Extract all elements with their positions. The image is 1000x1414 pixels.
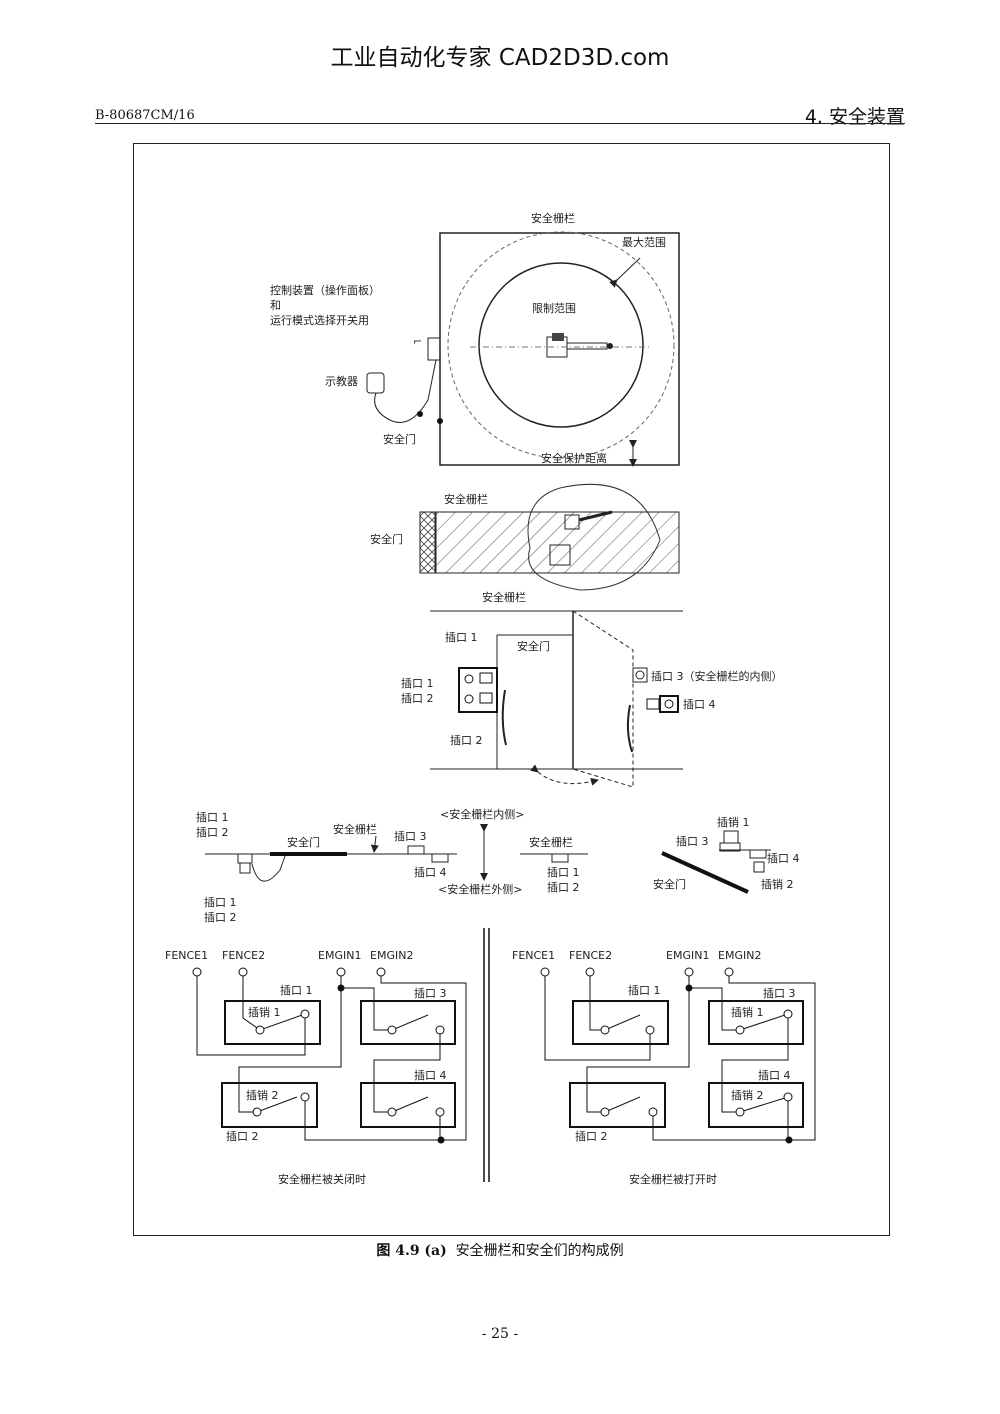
inside-label: <安全栅栏内侧> bbox=[440, 807, 524, 821]
plan-door-label: 安全门 bbox=[287, 835, 320, 849]
door-label: 安全门 bbox=[517, 639, 550, 653]
open-door-slab bbox=[661, 851, 749, 894]
plan-plug2-lower-label: 插口 2 bbox=[204, 910, 237, 924]
closed-plug3-label: 插口 3 bbox=[414, 986, 447, 1000]
section-title: 4. 安全装置 bbox=[804, 106, 905, 128]
fence-label: 安全栅栏 bbox=[531, 211, 575, 225]
document-id: B-80687CM/16 bbox=[95, 108, 195, 123]
open-plug2-label: 插口 2 bbox=[575, 1129, 608, 1143]
side-door-label: 安全门 bbox=[370, 532, 403, 546]
door-panel bbox=[419, 511, 437, 574]
closed-emgin2-label: EMGIN2 bbox=[370, 949, 413, 962]
page-number: - 25 - bbox=[481, 1326, 519, 1342]
plug4-label: 插口 4 bbox=[683, 697, 716, 711]
door-fence-label: 安全栅栏 bbox=[482, 590, 526, 604]
plug3-label: 插口 3（安全栅栏的内侧） bbox=[651, 669, 783, 683]
plan-fence-label: 安全栅栏 bbox=[333, 822, 377, 836]
controller-label-line2: 和 bbox=[270, 299, 281, 312]
closed-plug2-label: 插口 2 bbox=[226, 1129, 259, 1143]
circuit-open: FENCE1 FENCE2 EMGIN1 EMGIN2 插口 1 插口 3 插口… bbox=[512, 949, 816, 1186]
plan-section-diagram: 插口 1 插口 2 安全门 安全栅栏 插口 3 插口 4 插口 1 插口 2 <… bbox=[196, 807, 800, 924]
open-plug3-label: 插口 3 bbox=[763, 986, 796, 1000]
plug1-top-label: 插口 1 bbox=[445, 630, 478, 644]
right-door-label: 安全门 bbox=[653, 877, 686, 891]
fence-panel-hatched bbox=[434, 511, 680, 574]
circuit-closed: FENCE1 FENCE2 EMGIN1 EMGIN2 插口 1 插口 3 插口… bbox=[165, 949, 467, 1186]
teach-pendant-label: 示教器 bbox=[325, 375, 358, 388]
open-emgin2-label: EMGIN2 bbox=[718, 949, 761, 962]
max-range-circle bbox=[447, 231, 675, 459]
plug2-bottom-label: 插口 2 bbox=[450, 733, 483, 747]
safety-distance-label: 安全保护距离 bbox=[541, 451, 607, 465]
mid-fence-label: 安全栅栏 bbox=[529, 835, 573, 849]
mid-plug2-label: 插口 2 bbox=[547, 880, 580, 894]
open-plug4-label: 插口 4 bbox=[758, 1068, 791, 1082]
open-pin2-label: 插销 2 bbox=[731, 1088, 764, 1102]
max-range-label: 最大范围 bbox=[622, 235, 666, 249]
figure-caption: 图 4.9 (a) 安全栅栏和安全们的构成例 bbox=[0, 1240, 1000, 1260]
controller-box bbox=[427, 337, 441, 361]
controller-label-line3: 运行模式选择开关用 bbox=[270, 313, 369, 327]
limit-range-circle bbox=[478, 262, 644, 428]
plan-plug3-label: 插口 3 bbox=[394, 829, 427, 843]
side-fence-label: 安全栅栏 bbox=[444, 492, 488, 506]
outside-label: <安全栅栏外侧> bbox=[438, 882, 522, 896]
open-pin1-label: 插销 1 bbox=[731, 1005, 764, 1019]
open-fence2-label: FENCE2 bbox=[569, 949, 612, 962]
robot-icon bbox=[546, 333, 613, 358]
site-banner: 工业自动化专家 CAD2D3D.com bbox=[330, 45, 670, 71]
closed-caption: 安全栅栏被关闭时 bbox=[278, 1172, 366, 1186]
closed-pin1-label: 插销 1 bbox=[248, 1005, 281, 1019]
right-pin2-label: 插销 2 bbox=[761, 877, 794, 891]
limit-range-label: 限制范围 bbox=[532, 301, 576, 315]
door-diagram: 安全栅栏 安全门 插口 1 插口 1 插口 2 插口 2 插口 3（安全栅栏的内… bbox=[401, 590, 783, 788]
plan-plug4-label: 插口 4 bbox=[414, 865, 447, 879]
teach-pendant-icon bbox=[366, 372, 385, 394]
figure-frame bbox=[133, 143, 890, 1236]
plug-block-left bbox=[458, 667, 498, 713]
plan-plug2-label: 插口 2 bbox=[196, 825, 229, 839]
right-plug4-label: 插口 4 bbox=[767, 851, 800, 865]
mid-plug1-label: 插口 1 bbox=[547, 865, 580, 879]
closed-emgin1-label: EMGIN1 bbox=[318, 949, 361, 962]
side-view-diagram: 安全栅栏 安全门 bbox=[370, 483, 680, 591]
figure-title: 安全栅栏和安全们的构成例 bbox=[455, 1243, 624, 1259]
open-caption: 安全栅栏被打开时 bbox=[629, 1172, 717, 1186]
header-rule bbox=[95, 123, 905, 124]
closed-pin2-label: 插销 2 bbox=[246, 1088, 279, 1102]
figure-number: 图 4.9 (a) bbox=[376, 1243, 447, 1259]
plan-plug1-label: 插口 1 bbox=[196, 810, 229, 824]
closed-plug4-label: 插口 4 bbox=[414, 1068, 447, 1082]
open-emgin1-label: EMGIN1 bbox=[666, 949, 709, 962]
closed-fence1-label: FENCE1 bbox=[165, 949, 208, 962]
controller-label-line1: 控制装置（操作面板） bbox=[270, 283, 380, 297]
right-plug3-label: 插口 3 bbox=[676, 834, 709, 848]
open-fence1-label: FENCE1 bbox=[512, 949, 555, 962]
plan-view-diagram: 安全栅栏 最大范围 限制范围 控制装置（操作面板） 和 运行模式选择开关用 ⌐ … bbox=[270, 211, 680, 467]
plug1-left-label: 插口 1 bbox=[401, 676, 434, 690]
switch-icon: ⌐ bbox=[413, 335, 422, 348]
closed-fence2-label: FENCE2 bbox=[222, 949, 265, 962]
plug2-left-label: 插口 2 bbox=[401, 691, 434, 705]
closed-plug1-label: 插口 1 bbox=[280, 983, 313, 997]
right-pin1-label: 插销 1 bbox=[717, 815, 750, 829]
plan-plug1-lower-label: 插口 1 bbox=[204, 895, 237, 909]
open-plug1-label: 插口 1 bbox=[628, 983, 661, 997]
safety-door-label: 安全门 bbox=[383, 432, 416, 446]
